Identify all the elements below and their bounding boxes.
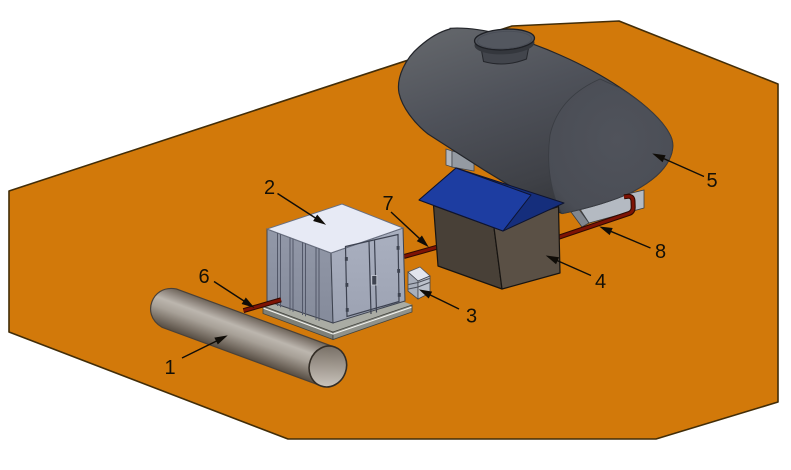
svg-text:3: 3 xyxy=(466,306,477,328)
svg-text:1: 1 xyxy=(164,357,175,379)
svg-text:7: 7 xyxy=(382,193,393,215)
svg-text:4: 4 xyxy=(595,271,606,293)
svg-text:6: 6 xyxy=(198,266,209,288)
svg-text:8: 8 xyxy=(655,241,666,263)
svg-text:2: 2 xyxy=(264,177,275,199)
svg-text:5: 5 xyxy=(706,170,717,192)
